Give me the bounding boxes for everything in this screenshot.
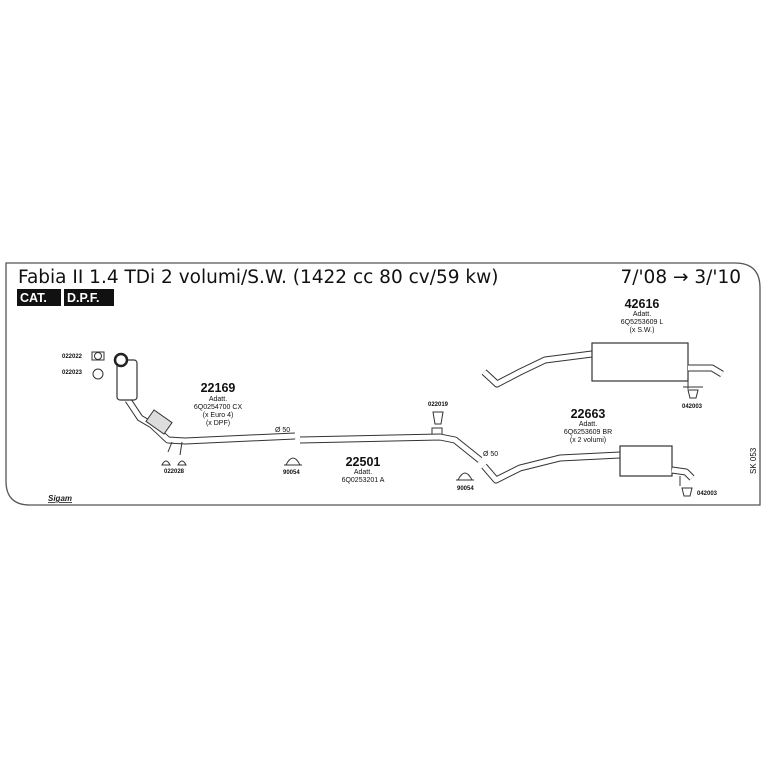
part-number-22169: 22169: [201, 381, 236, 395]
fitting-label: 90054: [457, 486, 474, 492]
part-note: Adatt.: [354, 469, 372, 476]
rear-silencer: [619, 445, 673, 477]
hanger-022019-icon: [432, 411, 444, 425]
diameter-label: Ø 50: [483, 451, 498, 458]
part-22501-drawing: [299, 427, 483, 463]
fitting-label: 90054: [283, 470, 300, 476]
part-note: Adatt.: [579, 421, 597, 428]
date-range: 7/'08 → 3/'10: [620, 267, 741, 288]
hanger-042003-icon: [681, 487, 693, 497]
brand-logo: Sigam: [48, 494, 72, 503]
rear-silencer: [591, 342, 689, 382]
fitting-label: 042003: [697, 491, 718, 497]
gasket-022023-icon: [92, 368, 104, 380]
badge-cat: [17, 289, 61, 306]
clamp-022022-icon: [91, 351, 105, 361]
part-number-22501: 22501: [346, 455, 381, 469]
part-42616-drawing: [481, 342, 724, 389]
badge-dpf: [64, 289, 114, 306]
flex-joint: [145, 409, 173, 435]
fitting-label: 022023: [62, 370, 83, 376]
part-22663-drawing: [481, 445, 695, 486]
hanger-042003-icon: [683, 386, 703, 399]
fitting-label: 022028: [164, 469, 185, 475]
badge-dpf-label: D.P.F.: [67, 291, 99, 305]
part-note: Adatt.: [633, 311, 651, 318]
part-oem: 6Q0254700 CX: [194, 404, 243, 411]
part-note: Adatt.: [209, 396, 227, 403]
part-number-22663: 22663: [571, 407, 606, 421]
part-note: (x S.W.): [630, 327, 655, 334]
fitting-label: 042003: [682, 404, 703, 410]
sheet-code: SK 053: [749, 447, 758, 474]
clamp-90054-icon: [456, 472, 474, 481]
part-oem: 6Q6253609 BR: [564, 429, 612, 436]
part-note: (x Euro 4): [203, 412, 234, 419]
part-oem: 6Q0253201 A: [342, 477, 385, 484]
part-oem: 6Q5253609 L: [621, 319, 664, 326]
part-note: (x 2 volumi): [570, 437, 606, 444]
page-title: Fabia II 1.4 TDi 2 volumi/S.W. (1422 cc …: [18, 267, 498, 288]
part-22169-drawing: [113, 352, 296, 456]
part-number-42616: 42616: [625, 297, 660, 311]
badge-cat-label: CAT.: [20, 291, 47, 305]
fitting-label: 022019: [428, 402, 449, 408]
hanger-022028-icon: [161, 460, 187, 466]
part-note: (x DPF): [206, 420, 230, 427]
fitting-label: 022022: [62, 354, 83, 360]
diameter-label: Ø 50: [275, 427, 290, 434]
clamp-90054-icon: [284, 457, 302, 466]
diagram-frame: [5, 262, 761, 506]
